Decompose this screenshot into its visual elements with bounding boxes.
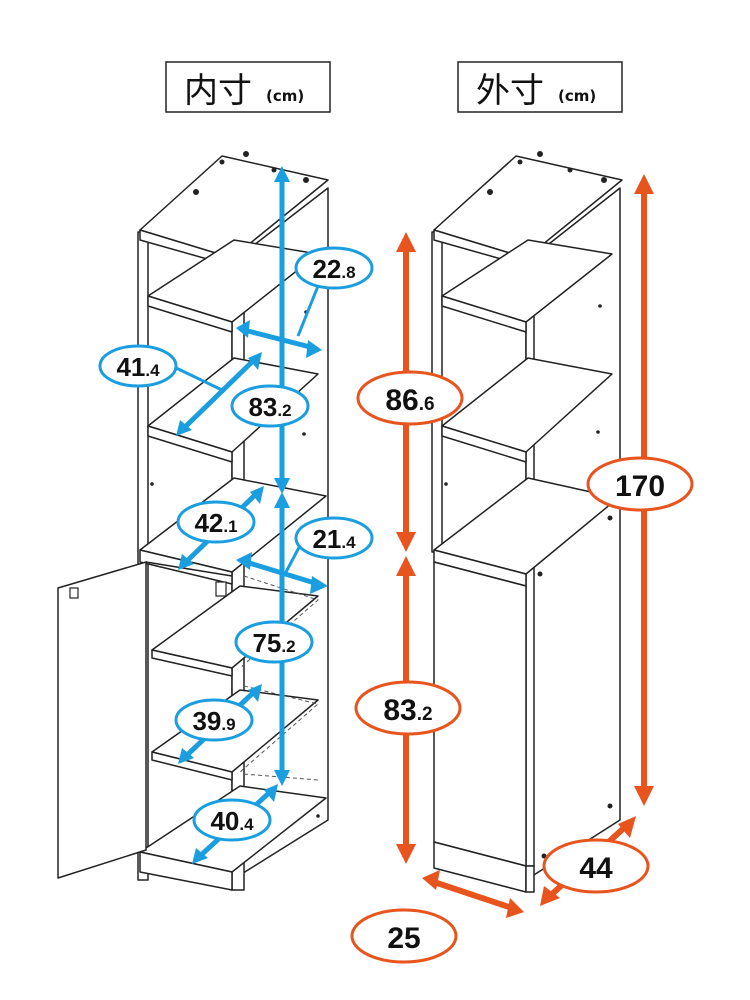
outer-label-86-6: 86.6 [356, 370, 464, 426]
inner-label-83-2: 83.2 [230, 384, 310, 428]
svg-text:170: 170 [615, 470, 665, 503]
inner-title-main: 内寸 [184, 71, 252, 111]
svg-text:75.2: 75.2 [252, 628, 295, 658]
svg-text:44: 44 [579, 852, 613, 885]
outer-label-170: 170 [586, 456, 694, 512]
inner-title-box: 内寸 (cm) [165, 61, 331, 113]
outer-cabinet-drawing [431, 151, 623, 893]
svg-text:22.8: 22.8 [312, 254, 355, 284]
inner-label-21-4: 21.4 [294, 516, 374, 560]
svg-text:41.4: 41.4 [116, 352, 160, 382]
inner-label-22-8: 22.8 [294, 246, 374, 290]
inner-label-39-9: 39.9 [174, 698, 254, 742]
svg-text:86.6: 86.6 [385, 384, 434, 417]
inner-title-unit: (cm) [266, 87, 304, 105]
svg-text:40.4: 40.4 [210, 806, 254, 836]
inner-label-75-2: 75.2 [234, 620, 314, 664]
outer-title-box: 外寸 (cm) [457, 61, 623, 113]
inner-label-42-1: 42.1 [176, 500, 256, 544]
outer-label-25: 25 [350, 908, 458, 964]
svg-text:83.2: 83.2 [383, 694, 432, 727]
svg-text:42.1: 42.1 [194, 508, 237, 538]
inner-label-40-4: 40.4 [192, 798, 272, 842]
svg-text:39.9: 39.9 [192, 706, 235, 736]
svg-text:21.4: 21.4 [312, 524, 356, 554]
outer-label-44: 44 [542, 838, 650, 894]
svg-text:25: 25 [387, 922, 420, 955]
outer-title-unit: (cm) [558, 87, 596, 105]
svg-text:83.2: 83.2 [248, 392, 291, 422]
inner-label-41-4: 41.4 [98, 344, 178, 388]
outer-label-83-2: 83.2 [354, 680, 462, 736]
outer-title-main: 外寸 [476, 71, 544, 111]
